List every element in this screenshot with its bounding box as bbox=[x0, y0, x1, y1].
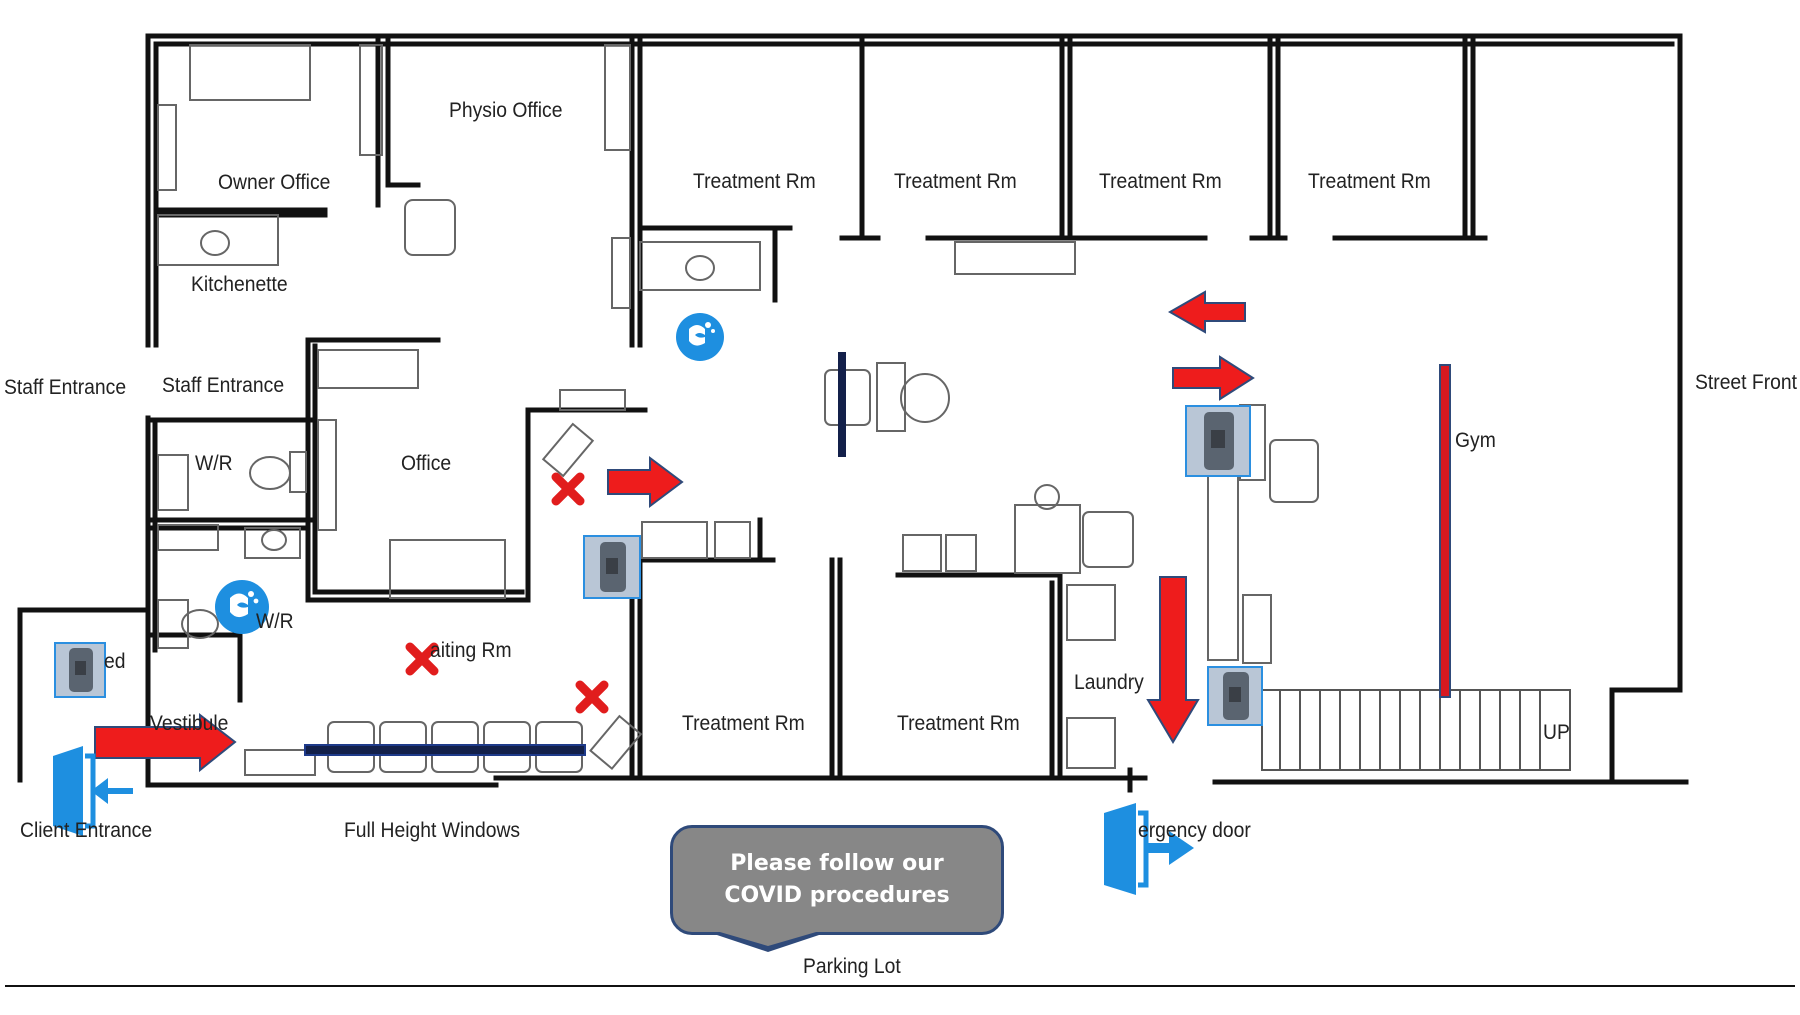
walls bbox=[17, 33, 1689, 793]
covid-notice: Please follow our COVID procedures bbox=[670, 825, 1004, 935]
label-office: Office bbox=[401, 452, 452, 475]
label-physio-office: Physio Office bbox=[449, 99, 563, 122]
hand-sanitizer-dispenser-icon bbox=[54, 642, 106, 698]
label-up: UP bbox=[1543, 721, 1570, 744]
label-staff-entrance-outer: Staff Entrance bbox=[4, 376, 127, 399]
label-treatment-rm-1: Treatment Rm bbox=[693, 170, 816, 193]
staircase bbox=[1261, 689, 1571, 771]
label-treatment-rm-4: Treatment Rm bbox=[1308, 170, 1431, 193]
label-covered-entry: ed bbox=[104, 650, 126, 673]
furniture bbox=[157, 44, 1319, 776]
arrow-right-vestibule bbox=[94, 712, 237, 773]
entrance-door-icon bbox=[53, 746, 133, 836]
label-staff-entrance-inner: Staff Entrance bbox=[162, 374, 285, 397]
blocked-markers bbox=[405, 472, 609, 714]
label-gym: Gym bbox=[1455, 429, 1496, 452]
hand-sanitizer-dispenser-icon bbox=[1185, 405, 1251, 477]
sanitizer-dispensers bbox=[54, 405, 1263, 726]
red-x-icon bbox=[405, 642, 439, 676]
label-client-entrance: Client Entrance bbox=[20, 819, 153, 842]
hand-sanitizer-dispenser-icon bbox=[583, 535, 641, 599]
direction-arrows bbox=[94, 290, 1255, 773]
covid-notice-tail-fill bbox=[713, 930, 823, 946]
arrow-right-waiting bbox=[607, 456, 684, 508]
label-wr-bottom: W/R bbox=[256, 610, 294, 633]
barrier-waiting bbox=[304, 744, 586, 756]
label-treatment-rm-2: Treatment Rm bbox=[894, 170, 1017, 193]
label-owner-office: Owner Office bbox=[218, 171, 331, 194]
red-x-icon bbox=[575, 680, 609, 714]
arrow-left-hall bbox=[1167, 290, 1246, 334]
barrier-top bbox=[838, 352, 846, 457]
hand-sanitizer-dispenser-icon bbox=[1207, 666, 1263, 726]
label-treatment-rm-5: Treatment Rm bbox=[682, 712, 805, 735]
exit-door-icon bbox=[1104, 803, 1194, 895]
label-kitchenette: Kitchenette bbox=[191, 273, 288, 296]
covid-notice-line-1: Please follow our bbox=[730, 851, 944, 876]
label-emergency-door: ergency door bbox=[1138, 819, 1251, 842]
label-full-height-windows: Full Height Windows bbox=[344, 819, 521, 842]
covid-notice-line-2: COVID procedures bbox=[724, 883, 950, 908]
red-x-icon bbox=[551, 472, 585, 506]
arrow-down-hall bbox=[1146, 576, 1200, 744]
label-parking-lot: Parking Lot bbox=[803, 955, 901, 978]
label-vestibule: Vestibule bbox=[150, 712, 229, 735]
hand-wash-icon bbox=[215, 580, 269, 634]
hand-wash-icon bbox=[676, 313, 724, 361]
label-street-front: Street Front bbox=[1695, 371, 1798, 394]
arrow-right-hall bbox=[1172, 355, 1255, 401]
label-waiting-rm: aiting Rm bbox=[430, 639, 512, 662]
label-wr-top: W/R bbox=[195, 452, 233, 475]
label-treatment-rm-6: Treatment Rm bbox=[897, 712, 1020, 735]
label-treatment-rm-3: Treatment Rm bbox=[1099, 170, 1222, 193]
barrier-gym bbox=[1439, 364, 1451, 698]
label-laundry: Laundry bbox=[1074, 671, 1144, 694]
